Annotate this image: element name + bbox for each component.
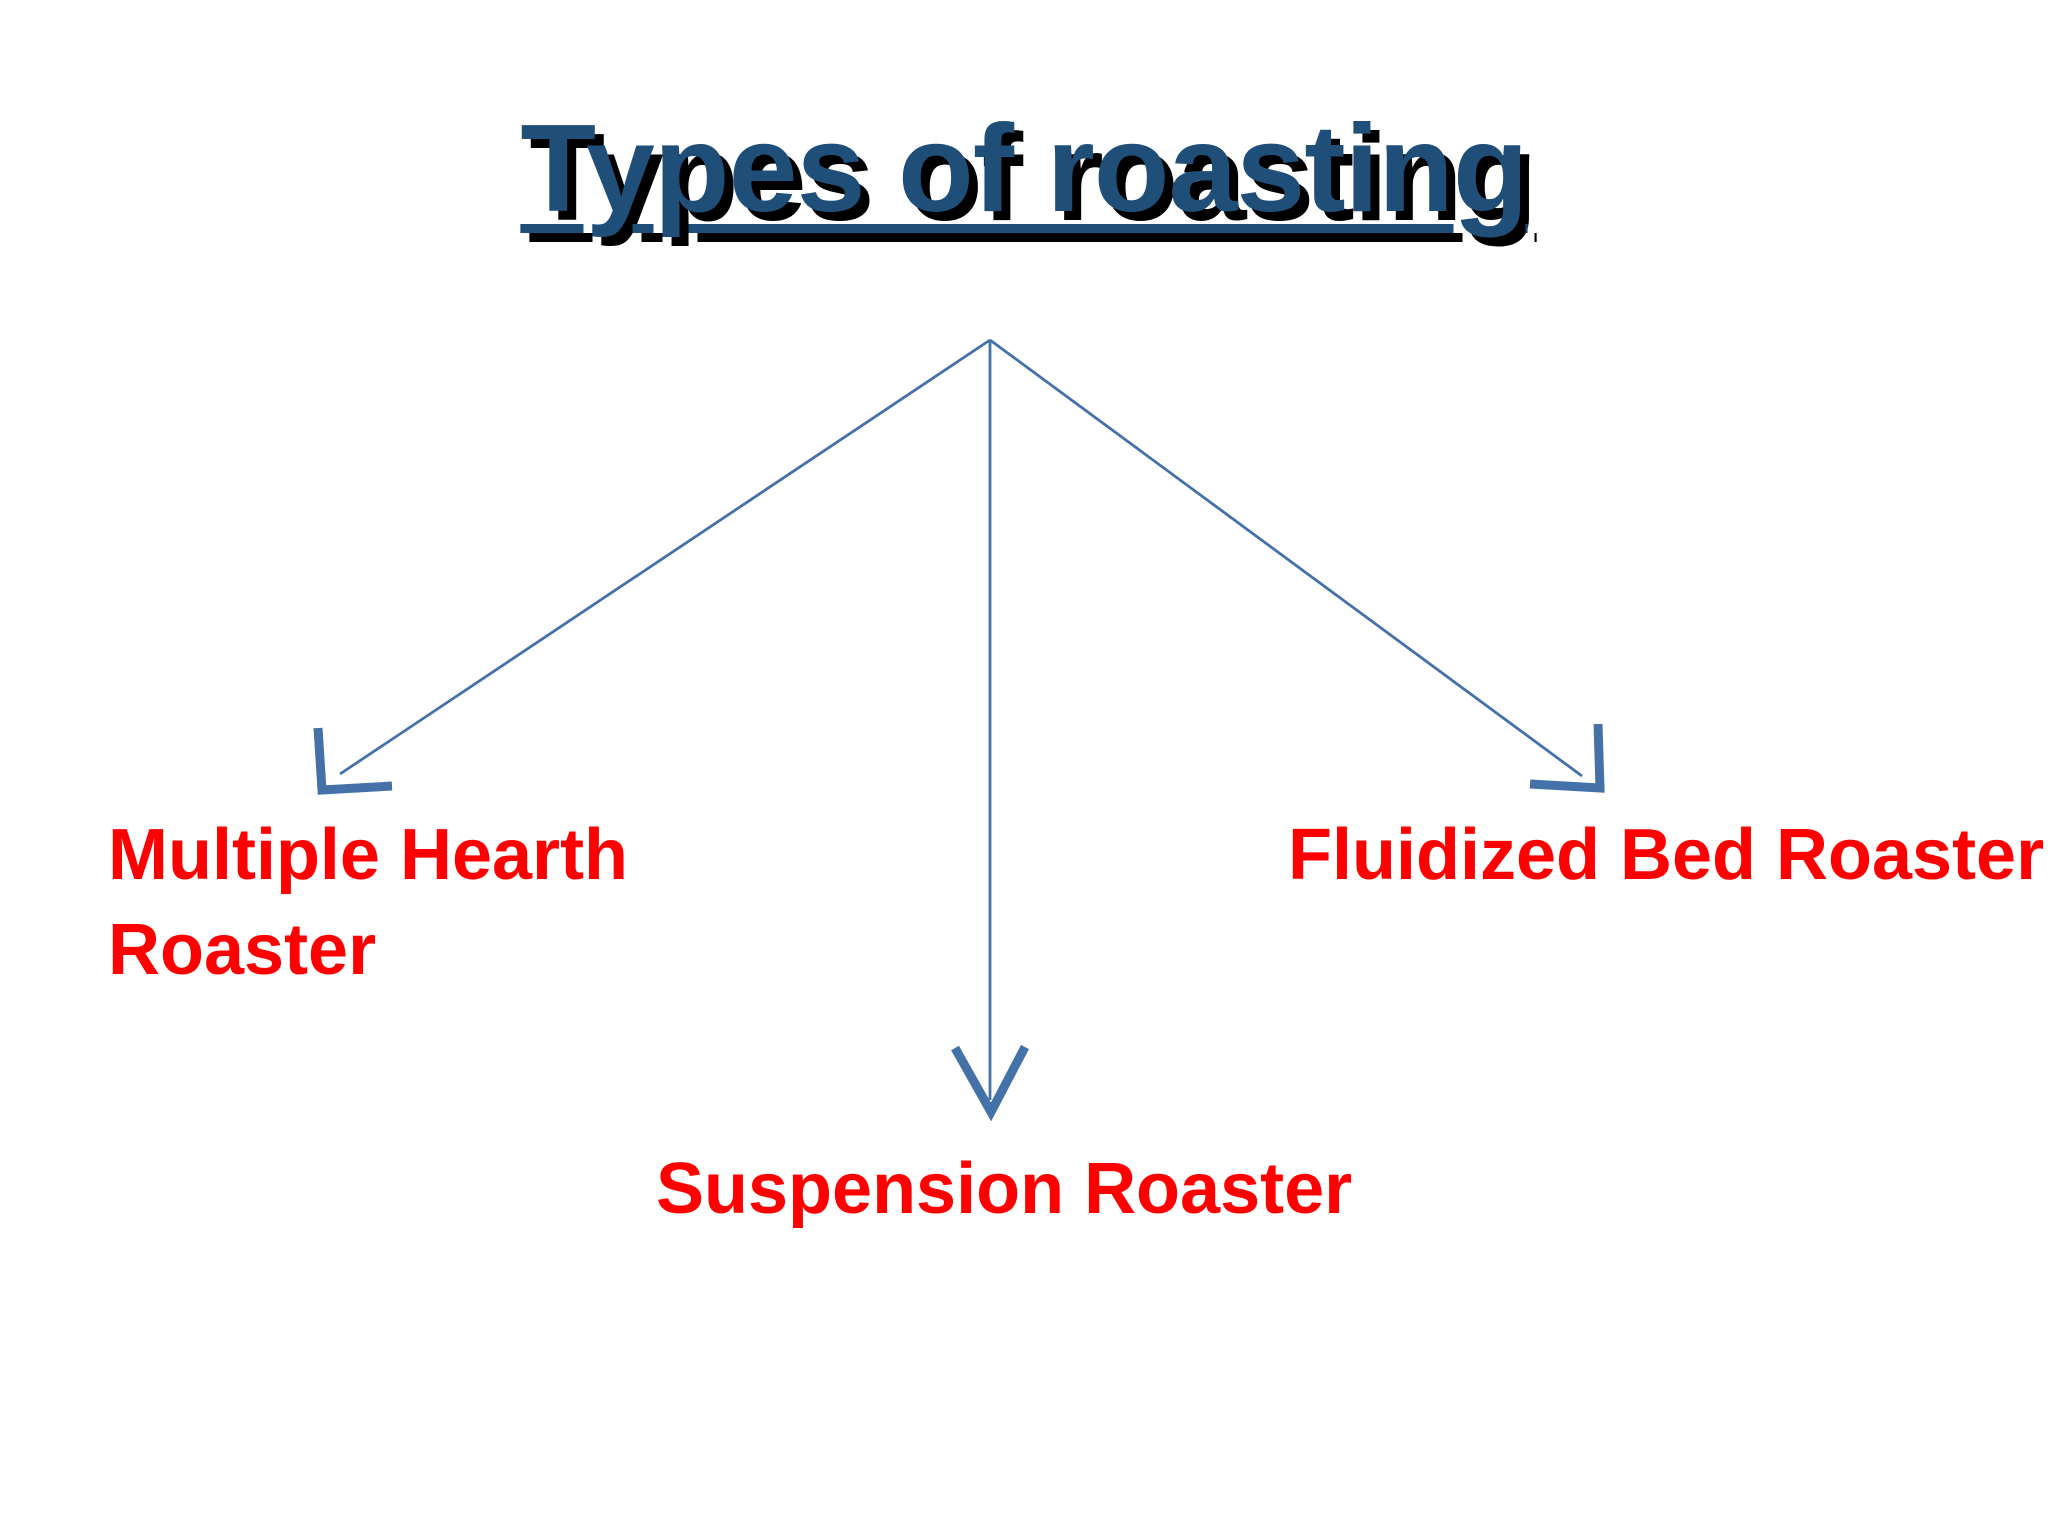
arrow-center-branch [951, 340, 1029, 1122]
branch-label-multiple-hearth-roaster: Multiple Hearth Roaster [108, 815, 629, 991]
arrow-left-branch [313, 338, 991, 795]
arrow-center-head-icon [951, 1044, 1029, 1122]
branch-label-suspension-roaster: Suspension Roaster [656, 1149, 1353, 1229]
arrow-right-branch [989, 338, 1605, 793]
arrow-left-head-icon [313, 727, 393, 795]
arrow-right-head-icon [1529, 723, 1605, 793]
branch-label-fluidized-bed-roaster: Fluidized Bed Roaster [1288, 815, 2045, 895]
arrow-right-shaft [989, 338, 1583, 778]
arrow-left-shaft [339, 338, 991, 776]
